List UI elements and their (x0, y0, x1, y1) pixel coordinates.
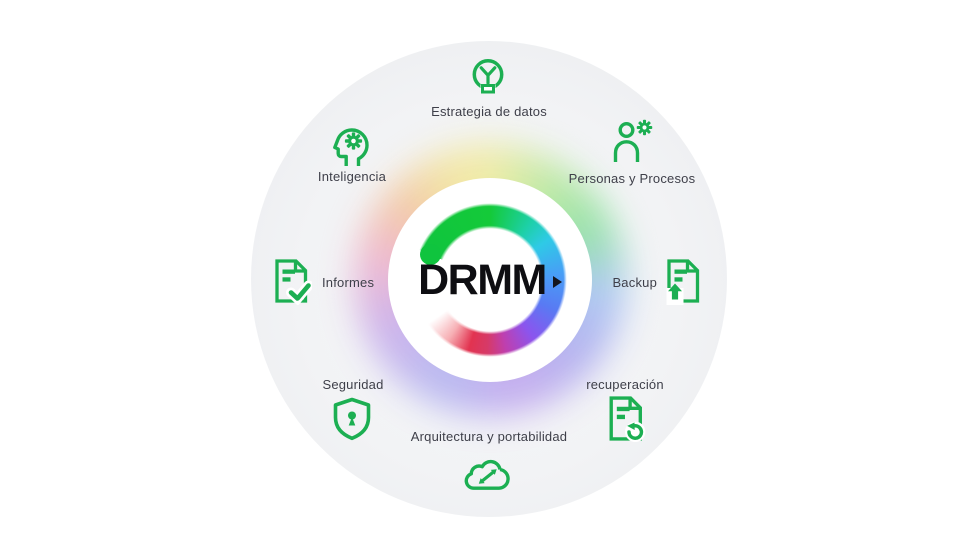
node-label-estrategia: Estrategia de datos (431, 104, 547, 119)
ring-start-cap (420, 244, 441, 265)
node-label-recuperacion: recuperación (586, 377, 664, 392)
node-label-inteligencia: Inteligencia (317, 169, 387, 184)
document-check-icon (275, 259, 312, 305)
document-upload-icon (666, 259, 700, 305)
node-label-backup: Backup (612, 275, 657, 290)
person-gear-icon (613, 119, 653, 162)
node-label-personas: Personas y Procesos (568, 171, 696, 186)
play-arrow-icon (552, 275, 562, 288)
logo-text: DRMM (418, 255, 547, 304)
cloud-transfer-icon (464, 459, 510, 490)
node-label-seguridad: Seguridad (322, 377, 384, 392)
document-restore-icon (609, 396, 646, 442)
node-label-arquitectura: Arquitectura y portabilidad (410, 429, 568, 444)
rainbow-ring (410, 200, 570, 360)
logo: DRMM (388, 178, 592, 382)
node-label-informes: Informes (322, 275, 375, 290)
lightbulb-icon (472, 59, 504, 94)
head-gear-icon (333, 128, 369, 166)
shield-lock-icon (333, 397, 371, 441)
